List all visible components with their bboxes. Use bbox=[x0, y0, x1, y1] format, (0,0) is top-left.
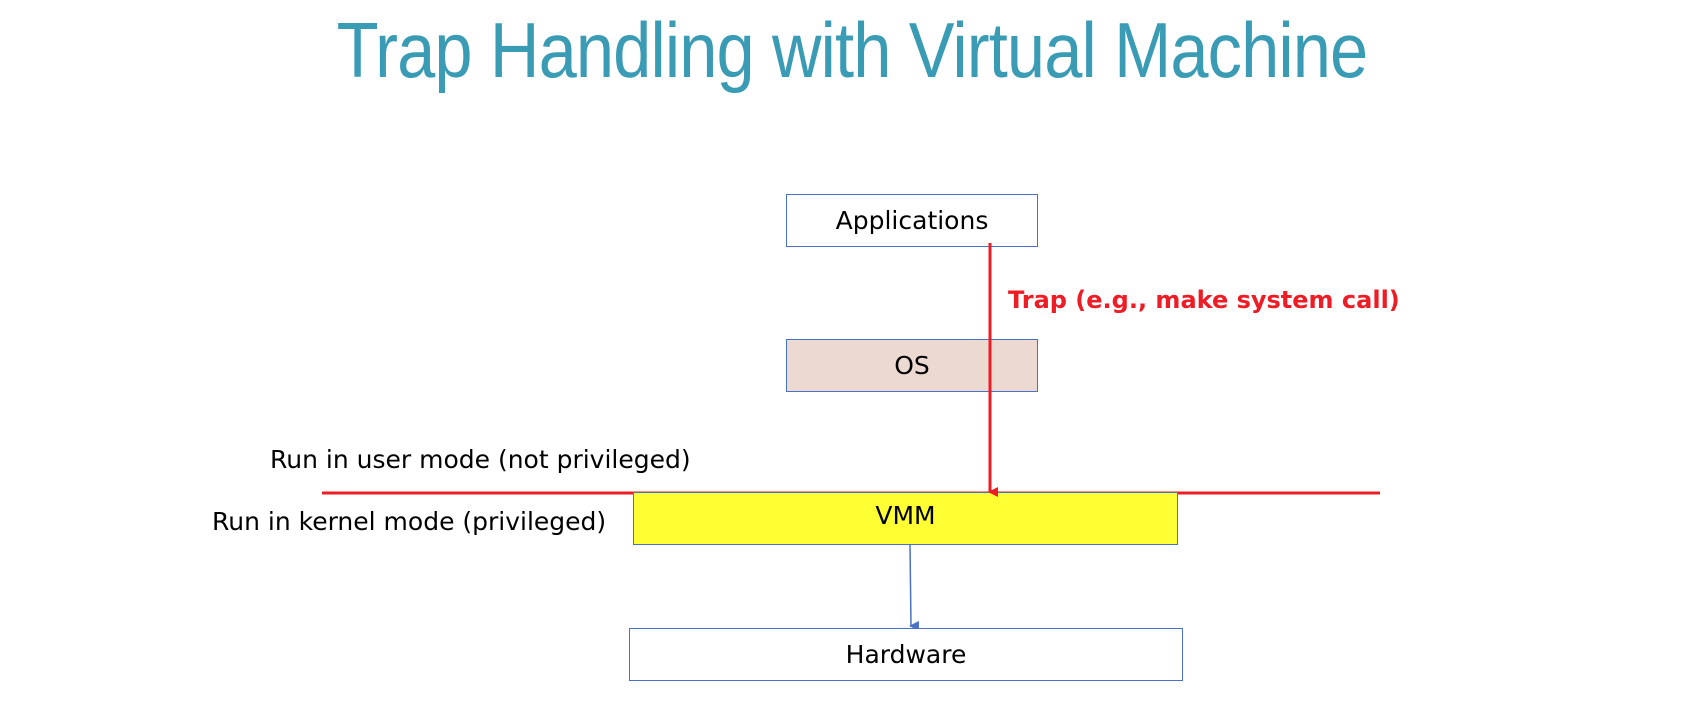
applications-label: Applications bbox=[835, 206, 989, 235]
slide-title: Trap Handling with Virtual Machine bbox=[336, 6, 1369, 94]
vmm-label: VMM bbox=[875, 501, 936, 530]
hardware-box: Hardware bbox=[629, 628, 1183, 681]
kernel-mode-label: Run in kernel mode (privileged) bbox=[212, 507, 607, 536]
hardware-label: Hardware bbox=[845, 640, 967, 669]
user-mode-label: Run in user mode (not privileged) bbox=[270, 445, 691, 474]
os-box: OS bbox=[786, 339, 1038, 392]
trap-annotation: Trap (e.g., make system call) bbox=[1008, 286, 1400, 314]
applications-box: Applications bbox=[786, 194, 1038, 247]
vmm-box: VMM bbox=[633, 492, 1178, 545]
os-label: OS bbox=[894, 351, 930, 380]
vmm-to-hardware-arrow bbox=[909, 544, 920, 631]
